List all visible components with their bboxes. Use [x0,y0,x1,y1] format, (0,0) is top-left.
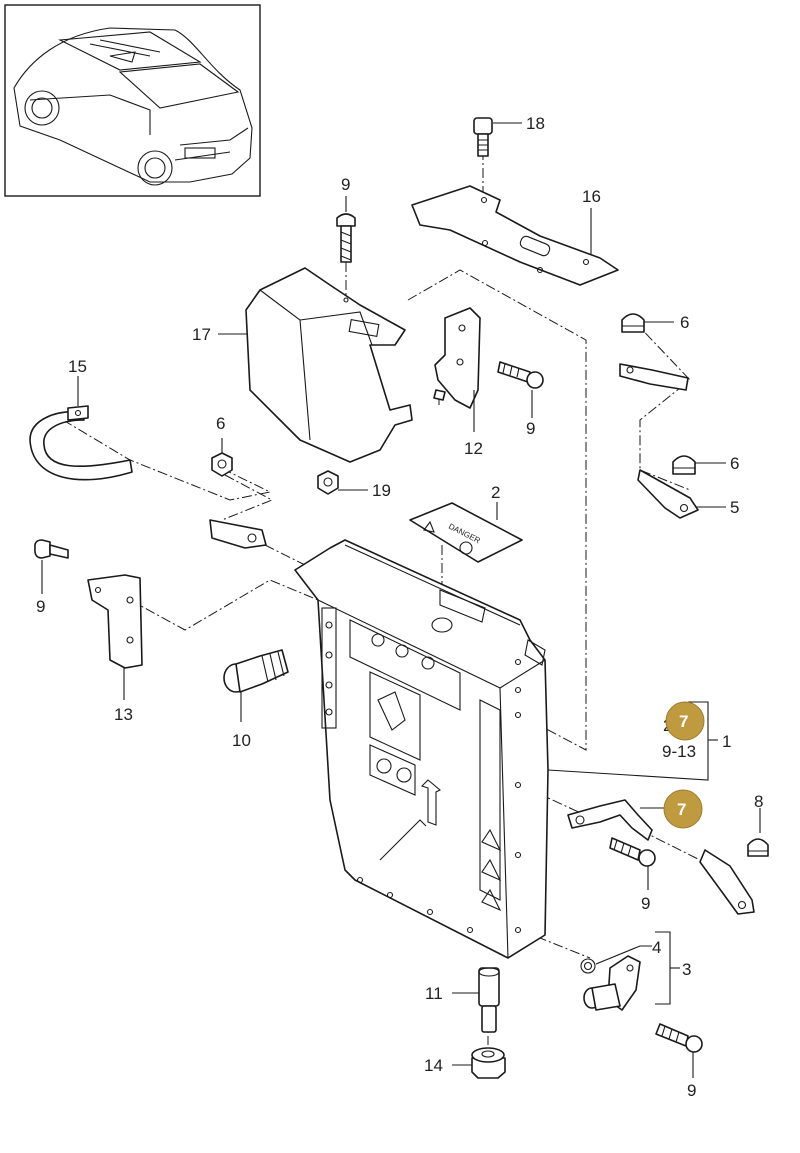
hotspot-badge-7-lower[interactable]: 7 [663,789,703,829]
callout-9-bottom: 9 [687,1081,696,1100]
callout-1: 1 [722,732,731,751]
part-18-bolt [473,117,493,157]
callout-9-13: 9-13 [662,742,696,761]
part-9-bolt-mid [609,837,656,867]
callout-11: 11 [425,984,443,1003]
callout-6-right-mid: 6 [730,454,739,473]
callout-numbers: 18 16 9 17 6 19 15 9 12 6 6 5 2 9 13 10 … [36,114,763,1100]
callout-9-bolt: 9 [641,894,650,913]
part-9-screw-mid [497,361,544,389]
part-9-bolt-bottom [655,1023,703,1053]
part-2-warning-label: DANGER [409,502,523,563]
callout-15: 15 [68,357,87,376]
vehicle-thumbnail [4,4,261,197]
part-3-sensor [583,955,641,1011]
callout-17: 17 [192,325,211,344]
callout-4: 4 [652,938,661,957]
callout-2: 2 [491,483,500,502]
part-13-bracket [87,574,143,669]
callout-18: 18 [526,114,545,133]
part-11-bushing [478,967,500,1033]
callout-14: 14 [424,1056,443,1075]
part-6-nut-mid [211,452,233,477]
leader-lines [41,122,761,1078]
part-8-nut [747,838,769,857]
part-17-shield [245,267,413,463]
part-16-plate [411,185,619,286]
svg-text:7: 7 [677,800,686,819]
part-9-left-screw [34,539,69,559]
callout-6-right-top: 6 [680,313,689,332]
callout-3: 3 [682,960,691,979]
callout-9-top: 9 [341,175,350,194]
part-1-main-unit [294,539,549,959]
callout-9-screw: 9 [526,419,535,438]
callout-12: 12 [464,439,483,458]
callout-16: 16 [582,187,601,206]
part-14-grommet [471,1047,506,1079]
part-10-connector [223,649,289,693]
callout-10: 10 [232,731,251,750]
part-6-nut-right-top [621,313,645,333]
part-8-lead [699,849,755,915]
part-4-ring [580,958,596,974]
part-9-top-screw [336,213,356,263]
hotspot-badge-7-upper[interactable]: 7 [665,701,705,741]
part-15-cable [29,405,267,549]
part-12-bracket [433,307,481,409]
callout-9-left: 9 [36,597,45,616]
callout-8: 8 [754,792,763,811]
callout-13: 13 [114,705,133,724]
part-5-cable [619,363,699,519]
svg-text:7: 7 [679,712,688,731]
callout-5: 5 [730,498,739,517]
part-19-nut [317,470,339,495]
callout-19: 19 [372,481,391,500]
part-6-nut-right-mid [672,455,696,475]
part-7-cable [567,799,653,841]
callout-6-mid: 6 [216,414,225,433]
